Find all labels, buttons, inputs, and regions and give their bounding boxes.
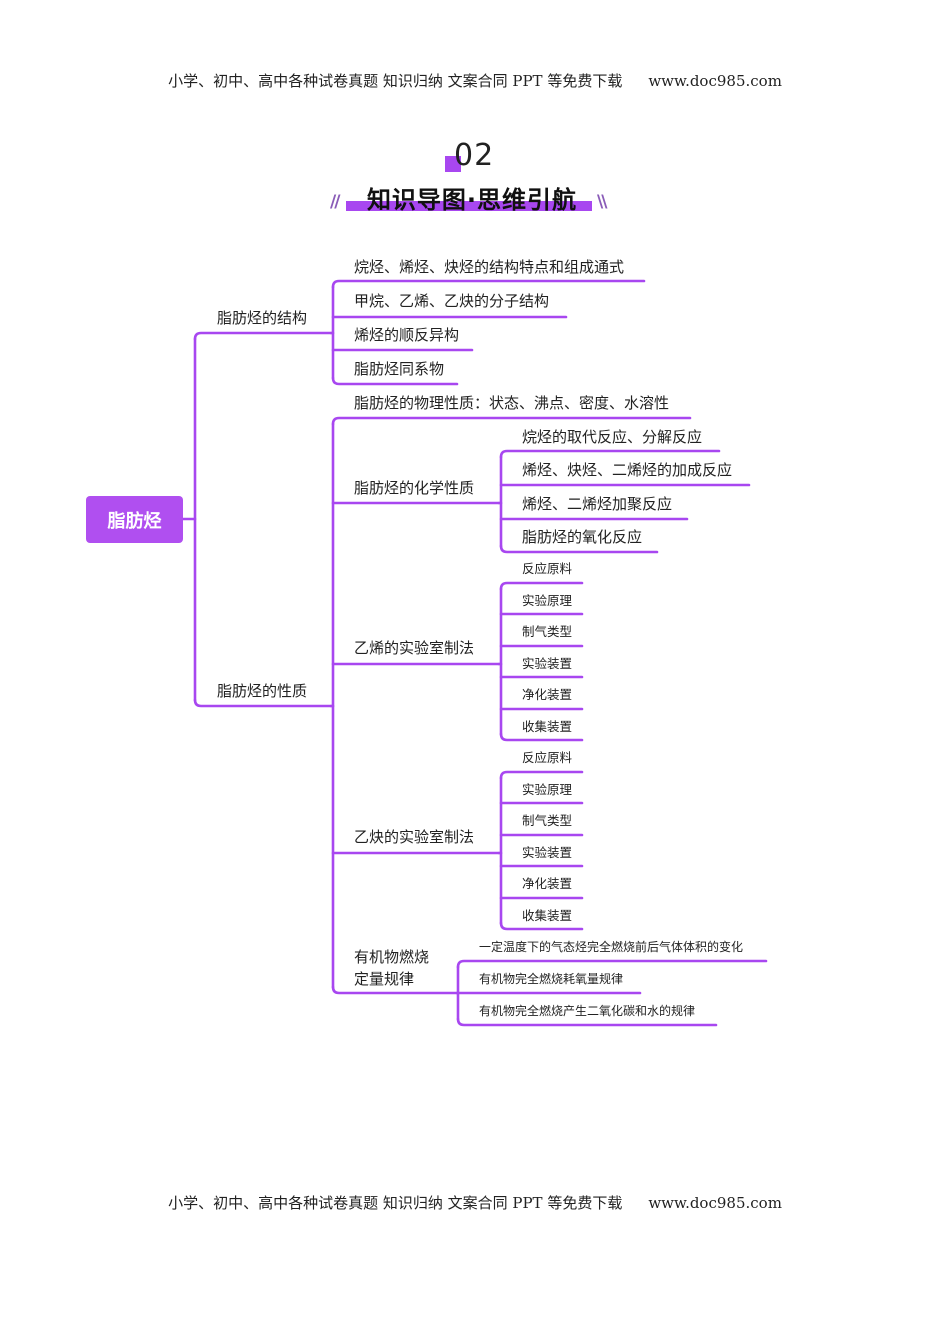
node-acetylene-item[interactable]: 实验原理 — [522, 782, 573, 797]
node-structure-item[interactable]: 脂肪烃同系物 — [354, 360, 445, 378]
connector-line-16 — [331, 985, 459, 995]
node-ethylene-item[interactable]: 实验原理 — [522, 593, 573, 608]
connector-line-22 — [499, 544, 659, 554]
node-ethylene-item[interactable]: 实验装置 — [522, 656, 573, 671]
footer-text: 小学、初中、高中各种试卷真题 知识归纳 文案合同 PPT 等免费下载 — [168, 1194, 623, 1212]
node-acetylene-item[interactable]: 制气类型 — [522, 813, 573, 828]
page-header: 小学、初中、高中各种试卷真题 知识归纳 文案合同 PPT 等免费下载 www.do… — [0, 70, 950, 91]
node-ethylene-item[interactable]: 反应原料 — [522, 561, 573, 576]
node-combustion-item[interactable]: 有机物完全燃烧耗氧量规律 — [479, 972, 624, 986]
connector-line-25 — [499, 581, 584, 591]
node-chemical-item[interactable]: 烯烃、炔烃、二烯烃的加成反应 — [522, 461, 733, 479]
mindmap-root-node[interactable] — [86, 496, 183, 543]
connector-line-12 — [331, 416, 692, 426]
node-chemical-item[interactable]: 脂肪烃的氧化反应 — [522, 528, 643, 546]
connector-line-6 — [331, 279, 646, 289]
node-combustion-line1[interactable]: 有机物燃烧 — [354, 948, 430, 966]
connector-line-43 — [456, 1017, 718, 1027]
section-title: 知识导图·思维引航 — [366, 186, 578, 214]
node-combustion-item[interactable]: 有机物完全燃烧产生二氧化碳和水的规律 — [479, 1004, 696, 1018]
mindmap-root-label: 脂肪烃 — [107, 511, 162, 532]
node-ethylene-item[interactable]: 制气类型 — [522, 624, 573, 639]
node-acetylene-item[interactable]: 净化装置 — [522, 876, 573, 891]
section-number: 02 — [454, 138, 495, 173]
connector-line-2 — [193, 331, 333, 341]
connector-line-38 — [499, 921, 584, 931]
node-combustion-line2[interactable]: 定量规律 — [354, 970, 415, 988]
node-ethylene-prep[interactable]: 乙烯的实验室制法 — [354, 639, 475, 657]
node-properties[interactable]: 脂肪烃的性质 — [217, 682, 308, 700]
connector-line-33 — [499, 770, 584, 780]
node-acetylene-prep[interactable]: 乙炔的实验室制法 — [354, 828, 475, 846]
node-ethylene-item[interactable]: 净化装置 — [522, 687, 573, 702]
header-text: 小学、初中、高中各种试卷真题 知识归纳 文案合同 PPT 等免费下载 — [168, 72, 623, 90]
connector-line-9 — [331, 376, 459, 386]
node-structure[interactable]: 脂肪烃的结构 — [217, 309, 308, 327]
connector-line-41 — [456, 959, 768, 969]
node-acetylene-item[interactable]: 反应原料 — [522, 750, 573, 765]
page-footer: 小学、初中、高中各种试卷真题 知识归纳 文案合同 PPT 等免费下载 www.do… — [0, 1192, 950, 1213]
connector-line-19 — [499, 449, 721, 459]
node-structure-item[interactable]: 甲烷、乙烯、乙炔的分子结构 — [354, 292, 550, 310]
node-acetylene-item[interactable]: 实验装置 — [522, 845, 573, 860]
node-ethylene-item[interactable]: 收集装置 — [522, 719, 573, 734]
node-structure-item[interactable]: 烷烃、烯烃、炔烃的结构特点和组成通式 — [354, 258, 625, 276]
node-chemical-properties[interactable]: 脂肪烃的化学性质 — [354, 479, 475, 497]
node-combustion-item[interactable]: 一定温度下的气态烃完全燃烧前后气体体积的变化 — [479, 940, 744, 954]
title-decoration-right: \\ — [597, 192, 608, 212]
connector-line-30 — [499, 732, 584, 742]
node-chemical-item[interactable]: 烷烃的取代反应、分解反应 — [522, 428, 703, 446]
header-url[interactable]: www.doc985.com — [648, 72, 782, 90]
title-number-square — [445, 156, 461, 172]
title-decoration-left: // — [330, 192, 341, 212]
node-chemical-item[interactable]: 烯烃、二烯烃加聚反应 — [522, 495, 673, 513]
node-acetylene-item[interactable]: 收集装置 — [522, 908, 573, 923]
node-structure-item[interactable]: 烯烃的顺反异构 — [354, 326, 460, 344]
title-underline-bar — [346, 201, 592, 211]
connector-line-3 — [193, 698, 333, 708]
footer-url[interactable]: www.doc985.com — [648, 1194, 782, 1212]
node-physical-properties[interactable]: 脂肪烃的物理性质：状态、沸点、密度、水溶性 — [354, 394, 670, 412]
